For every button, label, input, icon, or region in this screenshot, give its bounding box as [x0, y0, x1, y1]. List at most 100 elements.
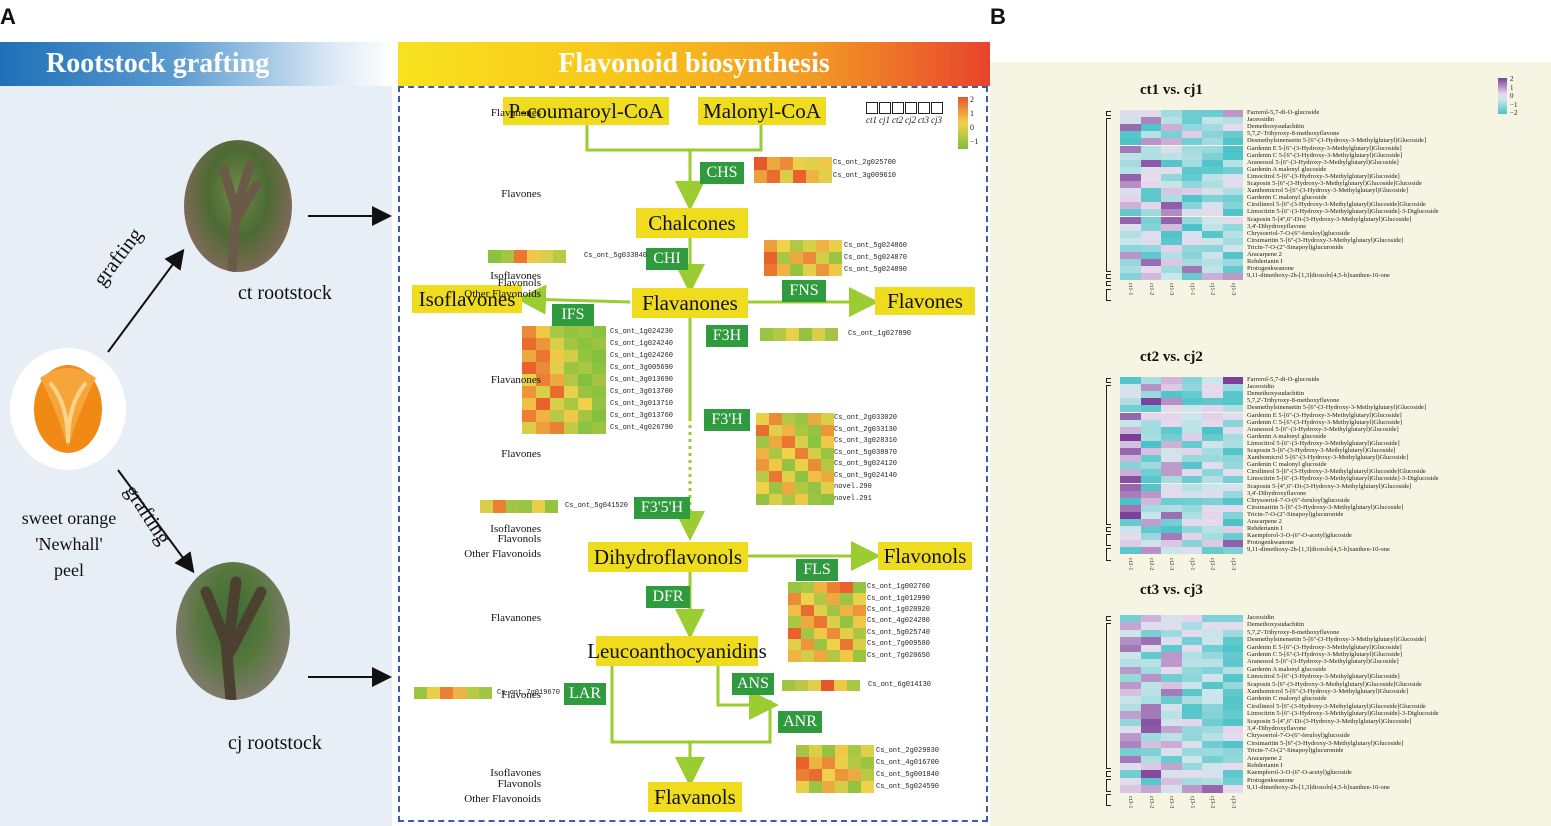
sample-legend-box	[879, 102, 891, 114]
heatmap-cell-f3ph	[821, 447, 834, 459]
gene-label: Cs_ont_5g038970	[834, 448, 898, 457]
metabolite-label: Demethoxysudachitin	[1247, 390, 1305, 398]
metabolite-heatmap-cell	[1181, 426, 1202, 434]
metabolite-heatmap-cell	[1120, 412, 1141, 420]
metabolite-heatmap-cell	[1140, 659, 1161, 667]
metabolite-heatmap-cell	[1222, 785, 1243, 793]
metabolite-heatmap-cell	[1202, 195, 1223, 203]
sample-legend-box	[918, 102, 930, 114]
metabolite-heatmap-cell	[1161, 490, 1182, 498]
metabolite-heatmap-cell	[1140, 195, 1161, 203]
metabolite-heatmap-cell	[1120, 426, 1141, 434]
heatmap-cell-ifs	[522, 326, 536, 338]
metabolite-heatmap-cell	[1222, 718, 1243, 726]
metabolite-heatmap-cell	[1161, 138, 1182, 146]
metabolite-heatmap-cell	[1140, 519, 1161, 527]
heatmap-cell-ifs	[592, 422, 606, 434]
node-leucoanthocyanidins: Leucoanthocyanidins	[587, 636, 767, 666]
heatmap-cell-fns	[790, 264, 803, 276]
metabolite-heatmap-cell	[1202, 152, 1223, 160]
enzyme-fns: FNS	[782, 280, 826, 302]
metabolite-heatmap-cell	[1161, 426, 1182, 434]
metabolite-heatmap-cell	[1140, 476, 1161, 484]
metabolite-heatmap-cell	[1181, 755, 1202, 763]
metabolite-heatmap-cell	[1181, 384, 1202, 392]
metabolite-heatmap-cell	[1202, 770, 1223, 778]
metabolite-heatmap-cell	[1161, 124, 1182, 132]
heatmap-cell-f3ph	[756, 459, 769, 471]
heatmap-cell-fls	[840, 639, 853, 651]
metabolite-heatmap-cell	[1222, 740, 1243, 749]
metabolite-heatmap-cell	[1222, 252, 1243, 260]
gene-label: Cs_ont_1g024230	[610, 327, 674, 336]
metabolite-heatmap-cell	[1181, 615, 1202, 623]
metabolite-heatmap-cell	[1181, 659, 1202, 667]
metabolite-heatmap-cell	[1140, 770, 1161, 778]
metabolite-heatmap-cell	[1140, 455, 1161, 463]
metabolite-heatmap-cell	[1140, 273, 1161, 281]
metabolite-heatmap-cell	[1120, 131, 1141, 139]
class-bracket	[1106, 778, 1111, 792]
sample-legend-label: ct2	[892, 115, 903, 125]
class-bracket	[1106, 378, 1111, 384]
metabolite-heatmap-cell	[1222, 433, 1243, 441]
metabolite-label: Gardenin C malonyl glucoside	[1247, 194, 1327, 202]
metabolite-heatmap-cell	[1181, 377, 1202, 385]
metabolite-heatmap-cell	[1161, 666, 1182, 675]
gene-label: Cs_ont_1g020920	[867, 606, 931, 614]
metabolite-heatmap-cell	[1181, 138, 1202, 146]
metabolite-label: Gardenin E 5-[6''-(3-Hydroxy-3-Methylglu…	[1247, 643, 1402, 651]
metabolite-heatmap-cell	[1161, 740, 1182, 749]
metabolite-heatmap-cell	[1120, 244, 1141, 252]
heatmap-cell-fls	[788, 593, 801, 605]
metabolite-heatmap-cell	[1161, 763, 1182, 771]
metabolite-scale-bar	[1498, 78, 1507, 114]
heatmap-cell-ifs	[522, 362, 536, 374]
heatmap-cell-f3ph	[782, 413, 795, 425]
metabolite-heatmap-cell	[1120, 166, 1141, 174]
metabolite-heatmap-cell	[1202, 273, 1223, 281]
metabolite-heatmap-cell	[1222, 644, 1243, 652]
metabolite-heatmap-cell	[1140, 230, 1161, 238]
metabolite-label: Protogenkwanone	[1247, 776, 1294, 784]
heatmap-cell-lar	[479, 687, 492, 699]
metabolite-heatmap-cell	[1181, 223, 1202, 231]
metabolite-heatmap-cell	[1140, 259, 1161, 267]
metabolite-heatmap-cell	[1202, 644, 1223, 652]
metabolite-heatmap-cell	[1181, 412, 1202, 420]
metabolite-heatmap-cell	[1181, 124, 1202, 132]
gene-label: Cs_ont_1g027890	[848, 330, 912, 338]
metabolite-heatmap-cell	[1181, 462, 1202, 470]
heatmap-cell-f3ph	[821, 424, 834, 436]
metabolite-heatmap-cell	[1140, 533, 1161, 541]
metabolite-heatmap-cell	[1140, 384, 1161, 392]
metabolite-heatmap-cell	[1120, 455, 1141, 463]
metabolite-heatmap-cell	[1140, 159, 1161, 167]
metabolite-heatmap-cell	[1202, 426, 1223, 434]
heatmap-cell-f35h	[532, 500, 545, 513]
metabolite-heatmap-cell	[1222, 659, 1243, 667]
sample-legend-label: ct3	[918, 115, 929, 125]
metabolite-scale-label: 2	[1510, 75, 1514, 83]
metabolite-label: Gardenin E 5-[6''-(3-Hydroxy-3-Methylglu…	[1247, 411, 1402, 419]
sample-column-label: ct3-1	[1127, 795, 1133, 808]
metabolite-heatmap-cell	[1120, 533, 1141, 541]
heatmap-cell-fls	[801, 650, 814, 662]
class-label: Isoflavones	[490, 522, 541, 535]
metabolite-label: Cirsilineol 5-[6''-(3-Hydroxy-3-Methylgl…	[1247, 468, 1426, 476]
sample-column-label: ct3-2	[1147, 795, 1154, 808]
metabolite-heatmap-cell	[1161, 497, 1182, 505]
heatmap-cell-lar	[427, 687, 440, 699]
sample-column-label: ct2-2	[1147, 557, 1154, 570]
metabolite-heatmap-cell	[1222, 173, 1243, 181]
sample-column-label: ct3-3	[1168, 795, 1174, 808]
metabolite-heatmap-cell	[1161, 622, 1182, 630]
metabolite-heatmap-cell	[1222, 490, 1243, 498]
metabolite-heatmap-cell	[1161, 448, 1182, 456]
heatmap-cell-f35h	[506, 500, 519, 513]
metabolite-heatmap-cell	[1120, 195, 1141, 203]
metabolite-heatmap-cell	[1181, 405, 1202, 413]
metabolite-heatmap-cell	[1120, 711, 1141, 719]
metabolite-label: Desmethylsinensetin 5-[6''-(3-Hydroxy-3-…	[1247, 137, 1427, 145]
